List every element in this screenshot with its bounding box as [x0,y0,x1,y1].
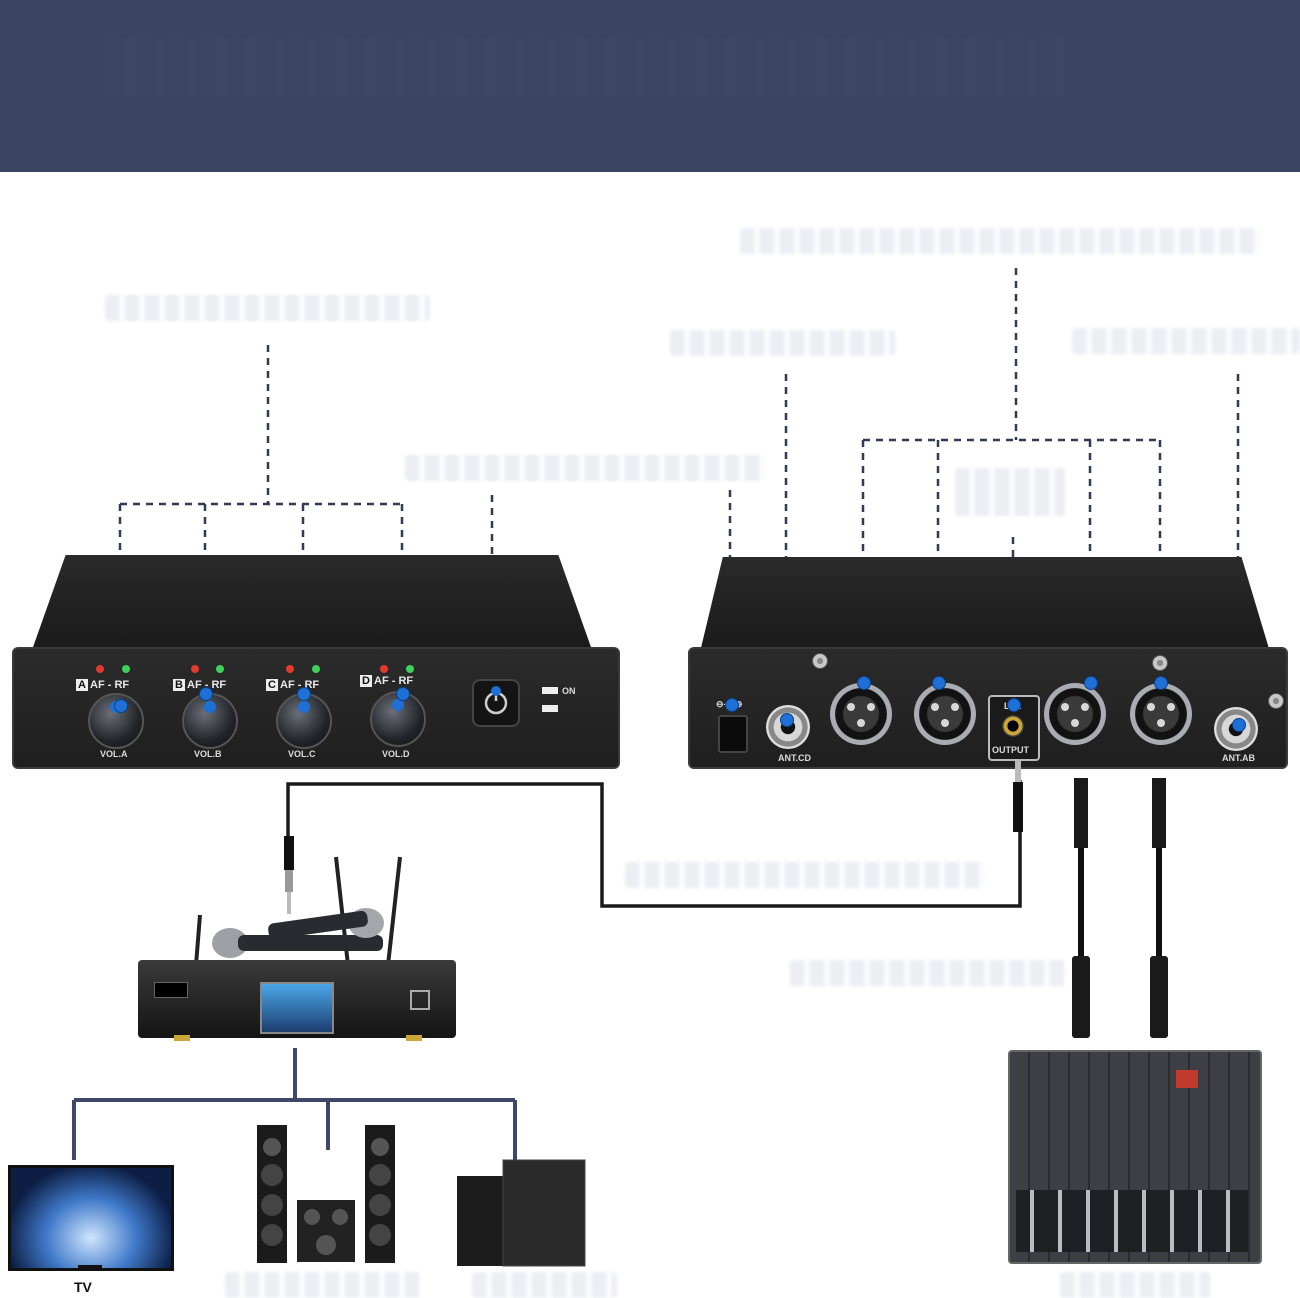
switch-off-indicator [542,705,558,712]
channel-d-af-rf: AF - RF [374,675,414,687]
xlr-output-1[interactable] [830,683,892,745]
screw-1 [812,653,828,669]
xlr-output-2[interactable] [914,683,976,745]
karaoke-amplifier [138,855,456,1045]
channel-b-af-rf: AF - RF [187,679,227,691]
audio-mixer [1008,1050,1262,1264]
amplifier-slot [154,982,188,998]
led-rf-a [122,665,130,673]
led-rf-b [216,665,224,673]
mixer-faders [1016,1190,1248,1252]
channel-a-af-rf: AF - RF [90,679,130,691]
vol-b-label: VOL.B [194,749,222,759]
tv-label: TV [74,1279,92,1295]
antenna-cd-connector[interactable] [766,705,810,749]
led-af-d [380,665,388,673]
vol-c-label: VOL.C [288,749,316,759]
led-af-c [286,665,294,673]
callout-xlr-label [740,228,1260,254]
screw-2 [1152,655,1168,671]
receiver-back: ⊖-◐-⊕ ANT.CD L+R OUTPUT ANT.AB [686,555,1298,770]
marker-output [1007,698,1021,712]
marker-ant-cd [780,713,794,727]
power-on-label: ON [562,686,576,696]
antenna-cd-label: ANT.CD [778,753,811,763]
channel-b-letter: B [173,679,185,691]
dc-power-jack[interactable] [718,715,748,753]
callout-volume-label [105,295,430,321]
marker-xlr-1 [857,676,871,690]
xlr-output-3[interactable] [1044,683,1106,745]
power-button[interactable] [472,679,520,727]
marker-xlr-4 [1154,676,1168,690]
marker-xlr-2 [932,676,946,690]
callout-dc-label [670,330,895,356]
callout-cable-label [625,862,985,888]
active-speaker-icon [457,1159,586,1267]
marker-ant-ab [1232,718,1246,732]
callout-mix-output-label [955,468,1065,516]
led-af-b [191,665,199,673]
receiver-front: A AF - RF VOL.A B AF - RF VOL.B C AF - R… [10,555,622,770]
power-icon [484,686,508,715]
volume-knob-b[interactable] [182,693,238,749]
banner-title-obscured [105,38,1065,96]
output-label: OUTPUT [992,745,1029,755]
led-rf-d [406,665,414,673]
caption-speakers [225,1272,420,1298]
xlr-cables [1072,778,1168,1038]
marker-xlr-3 [1084,676,1098,690]
tv-stand [78,1265,102,1271]
callout-power-label [405,455,765,481]
amplifier-foot-right [406,1035,422,1041]
receiver-back-top [700,557,1270,652]
antenna-ab-label: ANT.AB [1222,753,1255,763]
marker-dc [725,698,739,712]
mixer-display [1176,1070,1198,1088]
vol-a-label: VOL.A [100,749,128,759]
switch-on-indicator [542,687,558,694]
screw-3 [1268,693,1284,709]
microphone-icon [194,856,402,966]
vol-d-label: VOL.D [382,749,410,759]
marker-vol-c [297,687,311,701]
amplifier-foot-left [174,1035,190,1041]
channel-a-letter: A [76,679,88,691]
volume-knob-c[interactable] [276,693,332,749]
marker-vol-d [396,687,410,701]
amplifier-display [260,982,334,1034]
amplifier-power-button [410,990,430,1010]
caption-mixer [1060,1272,1210,1298]
marker-vol-b [199,687,213,701]
output-plug-icon [1013,760,1023,832]
led-rf-c [312,665,320,673]
caption-active-speakers [472,1272,617,1298]
marker-vol-a [114,699,128,713]
callout-xlr-cable-label [790,960,1065,986]
channel-c-letter: C [266,679,278,691]
header-banner [0,0,1300,172]
amplifier-body [138,960,456,1038]
tv-screen [8,1165,174,1271]
xlr-output-4[interactable] [1130,683,1192,745]
tv-device [8,1165,174,1275]
speaker-system-icon [257,1125,395,1263]
channel-d-letter: D [360,675,372,687]
channel-c-af-rf: AF - RF [280,679,320,691]
receiver-front-top [32,555,592,650]
jack-plug-icon [284,836,294,914]
led-af-a [96,665,104,673]
callout-antenna-label [1072,328,1300,354]
